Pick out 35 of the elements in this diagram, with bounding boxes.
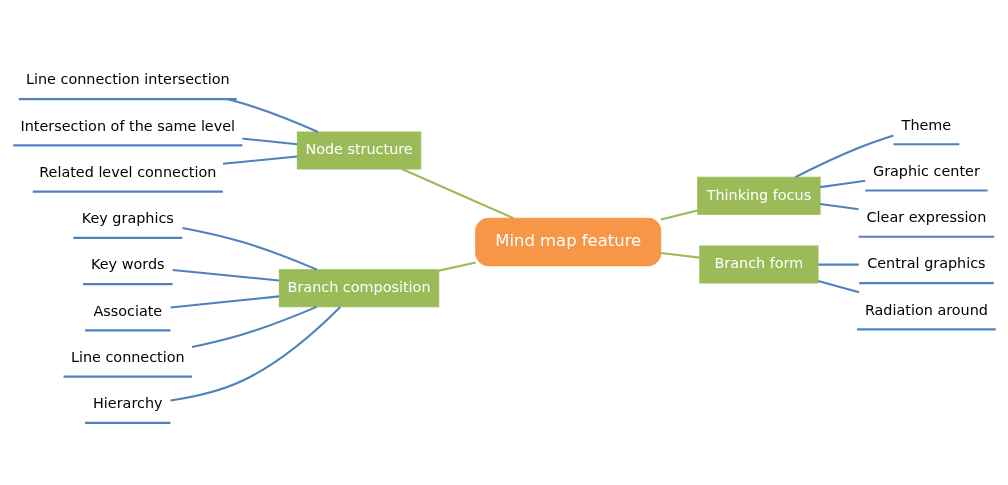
node-box: Mind map feature [474, 217, 661, 267]
connector [170, 295, 279, 309]
connector [401, 168, 514, 220]
node-text: Graphic center [872, 162, 980, 179]
node-box: Branch composition [278, 269, 439, 308]
connector [819, 179, 865, 189]
node-text: Radiation around [864, 301, 988, 318]
connector [181, 226, 317, 271]
node-text: Line connection intersection [25, 71, 230, 88]
node-text: Intersection of the same level [20, 117, 235, 134]
connector [222, 155, 297, 165]
connector [660, 209, 698, 221]
connector [241, 137, 297, 146]
node-box: Branch form [698, 245, 818, 284]
node-box: Node structure [296, 131, 421, 170]
connector [794, 134, 894, 178]
connector [191, 305, 317, 348]
connector [819, 202, 859, 211]
connector [817, 279, 859, 294]
connector [172, 268, 279, 282]
connector [817, 263, 859, 266]
connector [660, 251, 700, 259]
node-text: Key words [90, 256, 165, 273]
node-text: Central graphics [866, 255, 986, 272]
connector [227, 98, 318, 133]
node-text: Key graphics [81, 210, 174, 227]
node-text: Hierarchy [92, 395, 163, 412]
node-text: Associate [92, 302, 162, 319]
node-text: Related level connection [38, 163, 216, 180]
node-box: Thinking focus [696, 176, 821, 215]
node-text: Theme [901, 116, 951, 133]
node-text: Clear expression [866, 209, 986, 226]
node-text: Line connection [70, 348, 185, 365]
connector [438, 261, 476, 272]
connector [169, 306, 341, 402]
